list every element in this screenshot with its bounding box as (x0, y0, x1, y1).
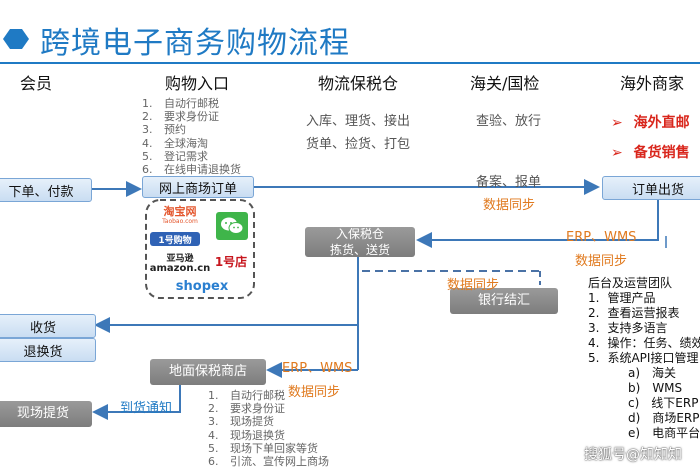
data-sync-label: 数据同步 (447, 278, 500, 293)
erp-wms-label: ERP、WMS (566, 230, 637, 245)
bank-settlement-box[interactable]: 银行结汇 (450, 288, 558, 314)
receive-goods-box[interactable]: 收货 (0, 314, 96, 338)
list-item: 2.查看运营报表 (588, 306, 680, 320)
wechat-logo[interactable] (216, 212, 248, 240)
wechat-icon (221, 217, 244, 234)
list-item: 5. 登记需求 (142, 149, 208, 163)
shopex-logo[interactable]: shopex (175, 278, 229, 294)
online-order-box[interactable]: 网上商场订单 (142, 176, 254, 198)
list-item: d)商场ERP (628, 411, 700, 425)
list-item: a)海关 (628, 366, 677, 380)
backend-team-panel: 后台及运营团队 1.管理产品 2.查看运营报表 3.支持多语言 4.操作：任务、… (588, 276, 700, 441)
bonded-warehouse-sub: 拣货、送货 (329, 243, 390, 257)
return-exchange-box[interactable]: 退换货 (0, 338, 96, 362)
data-sync-label: 数据同步 (483, 198, 536, 213)
list-item: b)WMS (628, 381, 683, 395)
bonded-warehouse-box[interactable]: 入保税仓 拣货、送货 (305, 227, 415, 257)
store-feature-list: 1. 自动行邮税 2. 要求身份证 3. 现场提货 4. 现场退换货 5. 现场… (208, 389, 329, 468)
offline-bonded-store-box[interactable]: 地面保税商店 (150, 359, 266, 385)
data-sync-label: 数据同步 (288, 385, 341, 400)
list-item: 6. 引流、宣传网上商场 (208, 455, 329, 469)
list-item: 5.系统API接口管理 (588, 351, 699, 365)
page-title: 跨境电子商务购物流程 (40, 26, 350, 61)
bonded-warehouse-title: 入保税仓 (335, 227, 384, 241)
merchant-item-direct-mail: ➢ 海外直邮 (611, 115, 690, 131)
shop-feature-list: 1. 自动行邮税 2. 要求身份证 3. 预约 4. 全球海淘 5. 登记需求 … (142, 97, 241, 176)
onsite-pickup-box[interactable]: 现场提货 (0, 401, 92, 427)
arrow-bullet-icon: ➢ (611, 115, 623, 131)
column-header-merchant: 海外商家 (620, 74, 685, 93)
list-item: 3.支持多语言 (588, 321, 668, 335)
list-item: 2. 要求身份证 (208, 402, 285, 416)
yihaodian-logo[interactable]: 1号店 (214, 254, 248, 269)
list-item: 2. 要求身份证 (142, 110, 219, 124)
merchant-item-stock-sale: ➢ 备货销售 (611, 145, 690, 161)
list-item: 3. 预约 (142, 123, 186, 137)
logistics-steps-line1: 入库、理货、接出 (306, 114, 411, 129)
taobao-logo[interactable]: 淘宝网 Taobao.com (162, 205, 198, 225)
list-item: e)电商平台 (628, 426, 700, 440)
list-item: 5. 现场下单回家等货 (208, 441, 318, 455)
logistics-steps-line2: 货单、捡货、打包 (306, 137, 411, 152)
customs-steps: 查验、放行 (476, 114, 542, 129)
column-header-shop: 购物入口 (165, 74, 230, 93)
list-item: 1. 自动行邮税 (142, 97, 219, 110)
column-header-logistics: 物流保税仓 (318, 74, 399, 93)
filing-label: 备案、报单 (476, 175, 542, 190)
arrival-notice-label: 到货通知 (120, 401, 173, 416)
source-watermark: 搜狐号@知知知 (584, 447, 682, 463)
list-item: 4. 全球海淘 (142, 136, 208, 150)
amazon-logo[interactable]: 亚马逊 amazon.cn (149, 254, 211, 274)
order-ship-box[interactable]: 订单出货 (602, 176, 700, 200)
list-item: 4. 现场退换货 (208, 428, 285, 442)
erp-wms-label: ERP、WMS (282, 361, 353, 376)
list-item: 6. 在线申请退换货 (142, 163, 241, 177)
list-item: 3. 现场提货 (208, 415, 274, 429)
list-item: c)线下ERP (628, 396, 699, 410)
order-pay-box[interactable]: 下单、付款 (0, 178, 92, 202)
column-header-customs: 海关/国检 (470, 74, 540, 93)
list-item: 1.管理产品 (588, 291, 656, 305)
title-divider (0, 62, 700, 64)
data-sync-label: 数据同步 (575, 254, 628, 269)
arrow-bullet-icon: ➢ (611, 145, 623, 161)
team-heading: 后台及运营团队 (588, 276, 673, 290)
yhd-logo[interactable]: 1号购物 (150, 232, 200, 246)
list-item: 1. 自动行邮税 (208, 389, 285, 402)
hexagon-bullet-icon (3, 29, 29, 49)
list-item: 4.操作：任务、绩效 (588, 336, 700, 350)
column-header-member: 会员 (20, 74, 53, 93)
